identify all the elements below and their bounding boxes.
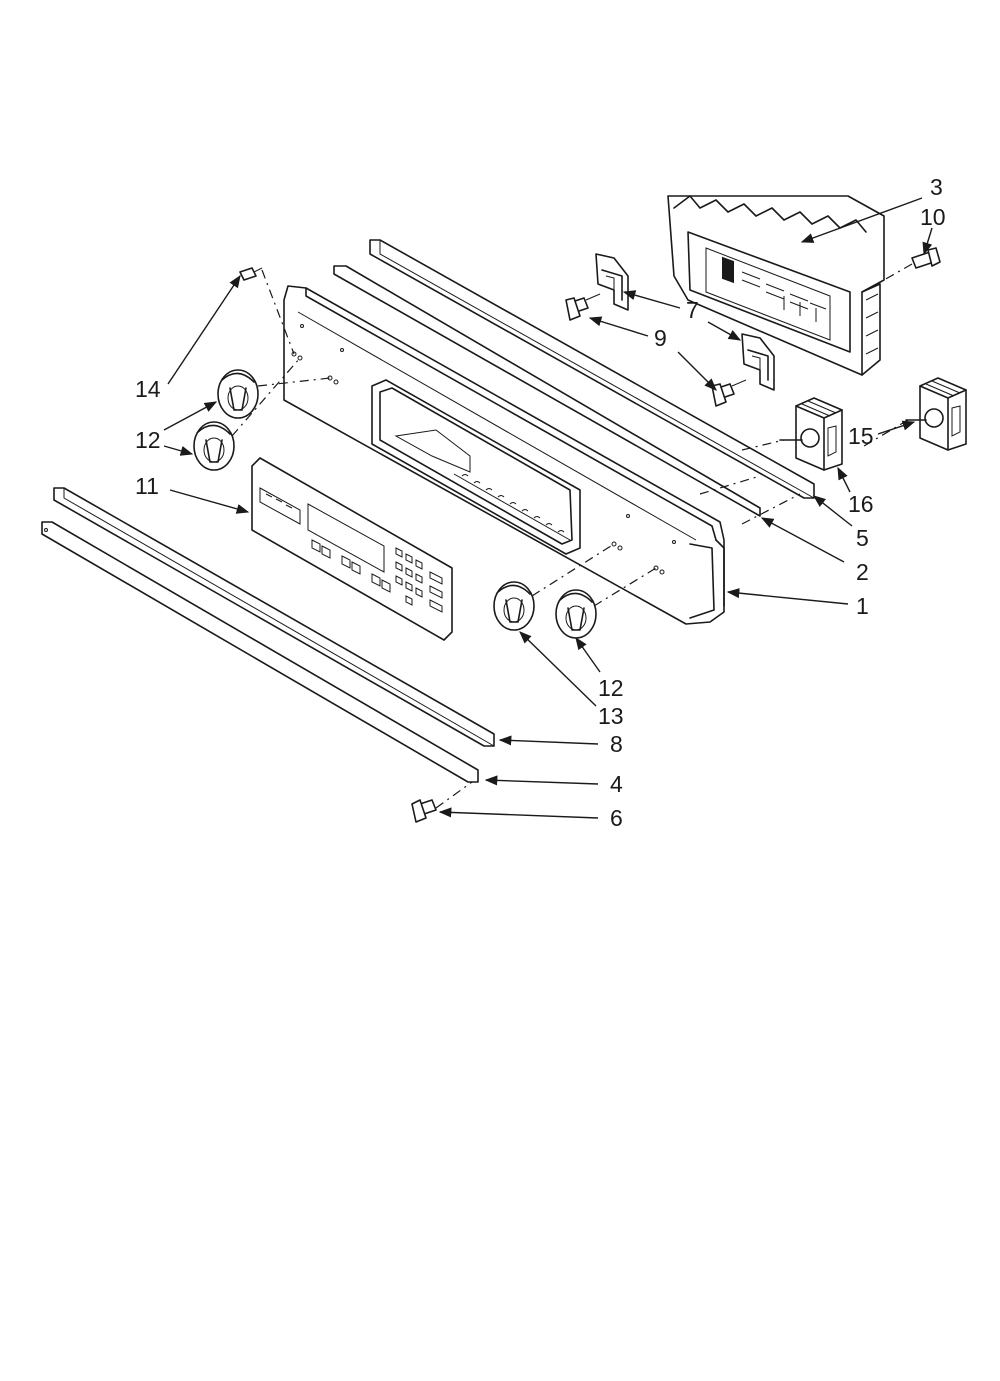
part-bracket-upper bbox=[595, 253, 629, 311]
callout-9: 9 bbox=[654, 325, 667, 351]
callout-12-upper: 12 bbox=[135, 427, 161, 453]
part-touch-overlay bbox=[251, 457, 453, 641]
callout-7: 7 bbox=[686, 297, 699, 323]
part-bracket-lower bbox=[741, 333, 775, 391]
callout-14: 14 bbox=[135, 376, 161, 402]
callout-2: 2 bbox=[856, 559, 869, 585]
callout-15: 15 bbox=[848, 423, 874, 449]
part-knob-lower-right bbox=[555, 589, 597, 639]
part-knob-lower-left bbox=[493, 581, 535, 631]
part-screw-9-lower bbox=[711, 379, 747, 407]
callout-11: 11 bbox=[135, 473, 159, 499]
callout-6: 6 bbox=[610, 805, 623, 831]
callout-8: 8 bbox=[610, 731, 623, 757]
part-touch-overlay-keypad bbox=[395, 547, 443, 613]
control-board-display-segments bbox=[722, 256, 827, 322]
part-screw-10 bbox=[911, 247, 941, 269]
callout-3: 3 bbox=[930, 174, 943, 200]
callout-10: 10 bbox=[920, 204, 946, 230]
leader-lines bbox=[163, 197, 933, 819]
callout-1: 1 bbox=[856, 593, 869, 619]
part-trim-8 bbox=[53, 487, 495, 747]
part-switch-15 bbox=[905, 377, 967, 451]
callout-13: 13 bbox=[598, 703, 624, 729]
callout-16: 16 bbox=[848, 491, 874, 517]
part-rail-2 bbox=[333, 265, 761, 517]
callout-4: 4 bbox=[610, 771, 623, 797]
part-screw-6 bbox=[411, 799, 437, 823]
part-screw-14 bbox=[239, 267, 263, 281]
part-knob-upper-left bbox=[217, 369, 259, 419]
part-control-board bbox=[667, 195, 885, 376]
callout-labels: 3 10 7 9 14 12 11 15 16 5 2 1 12 13 8 4 … bbox=[135, 174, 946, 831]
part-screw-9-upper bbox=[565, 293, 601, 321]
part-control-panel bbox=[283, 285, 725, 625]
part-knob-mid-left bbox=[193, 421, 235, 471]
callout-12-lower: 12 bbox=[598, 675, 624, 701]
part-trim-4 bbox=[41, 521, 479, 783]
part-switch-16 bbox=[779, 397, 843, 471]
part-control-panel-teeth bbox=[461, 474, 565, 533]
callout-5: 5 bbox=[856, 525, 869, 551]
